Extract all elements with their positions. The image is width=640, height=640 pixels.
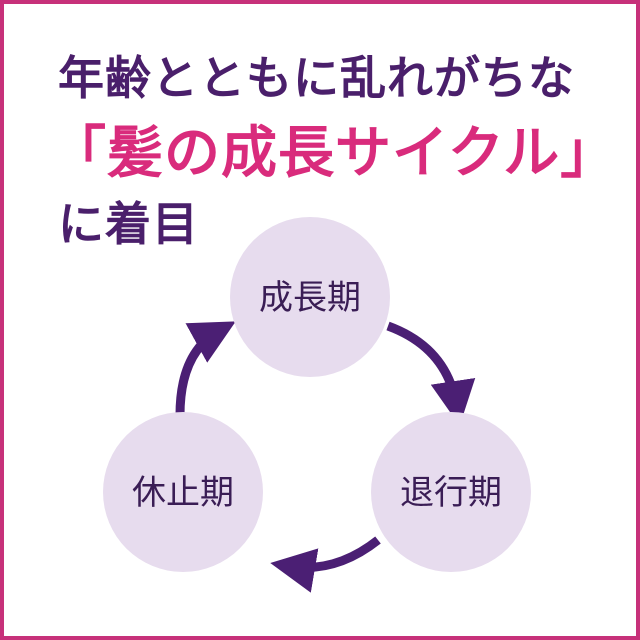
arrow-resting-to-growth — [175, 321, 236, 416]
stage-label-regression: 退行期 — [400, 473, 502, 513]
heading-line-2-highlight: 「髪の成長サイクル」 — [50, 121, 618, 186]
arrow-regression-to-resting — [270, 536, 381, 593]
heading-line-1: 年齢とともに乱れがちな — [58, 51, 575, 105]
stage-label-resting: 休止期 — [132, 473, 234, 513]
stage-circle-regression — [371, 412, 531, 572]
stage-circle-resting — [103, 412, 263, 572]
arrow-growth-to-regression — [386, 321, 476, 426]
stage-label-growth: 成長期 — [259, 278, 361, 318]
stage-circle-growth — [230, 217, 390, 377]
heading-line-3: に着目 — [58, 197, 199, 251]
